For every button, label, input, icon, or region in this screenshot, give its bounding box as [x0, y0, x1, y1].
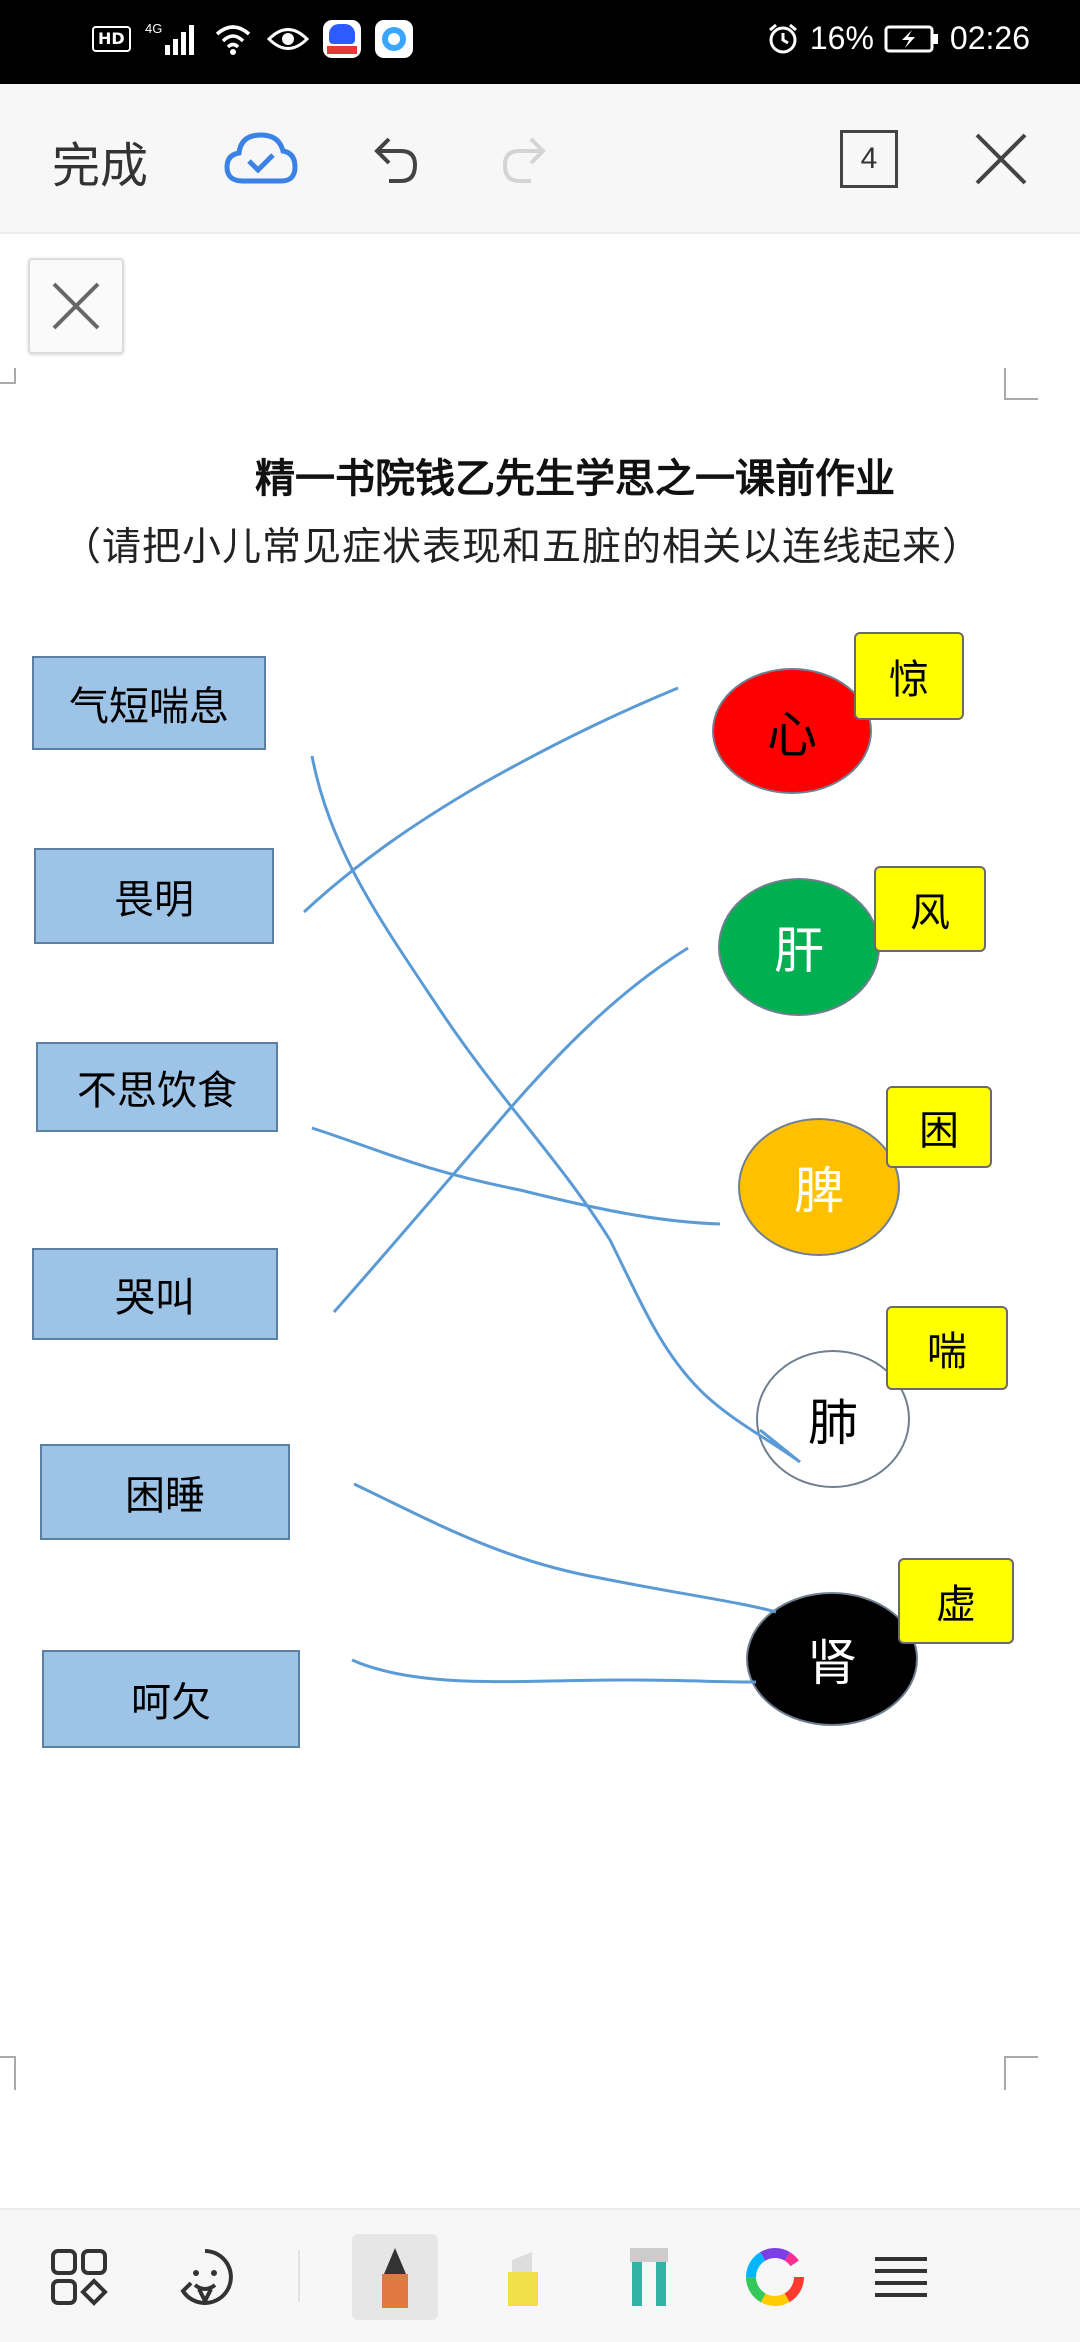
connection-line: [302, 686, 679, 914]
symptom-label: 呵欠: [131, 1680, 211, 1726]
organ-tag: 虚: [898, 1558, 1014, 1644]
cloud-check-icon: [224, 132, 298, 184]
editor-toolbar: 完成 4: [0, 84, 1080, 234]
battery-charging-icon: [884, 25, 938, 52]
status-right: 16% 02:26: [766, 20, 1030, 57]
highlighter-icon: [508, 2252, 538, 2306]
status-left-icons: HD 4G: [92, 20, 413, 58]
clock: 02:26: [949, 20, 1030, 56]
connection-line: [353, 1482, 777, 1614]
wifi-icon: [215, 25, 250, 55]
crop-mark: [1004, 368, 1038, 400]
organ-circle: 脾: [738, 1118, 900, 1256]
connection-line: [310, 755, 801, 1464]
eye-icon: [266, 28, 309, 50]
organ-tag: 惊: [854, 632, 964, 720]
menu-button[interactable]: [856, 2232, 946, 2322]
organ-circle: 肾: [746, 1592, 918, 1726]
connection-line: [311, 1126, 721, 1226]
organ-circle: 肝: [718, 878, 880, 1016]
annotation-toolbar: [0, 2208, 1080, 2342]
symptom-box: 气短喘息: [32, 656, 266, 750]
crop-mark: [0, 368, 16, 384]
organ-tag-label: 喘: [927, 1329, 967, 1375]
crop-mark: [0, 2056, 16, 2090]
dismiss-button[interactable]: [28, 258, 124, 354]
color-picker-button[interactable]: [730, 2232, 820, 2322]
organ-tag: 喘: [886, 1306, 1008, 1390]
close-editor-button[interactable]: [956, 114, 1046, 204]
symptom-box: 不思饮食: [36, 1042, 278, 1132]
symptom-label: 气短喘息: [69, 684, 229, 730]
app-icon: [374, 20, 413, 58]
alarm-icon: [768, 23, 797, 53]
cloud-saved-button[interactable]: [216, 114, 306, 204]
redo-icon: [502, 137, 546, 183]
pen-button[interactable]: [352, 2234, 438, 2320]
symptom-box: 呵欠: [42, 1650, 300, 1748]
symptom-label: 哭叫: [115, 1275, 195, 1321]
symptom-box: 困睡: [40, 1444, 290, 1540]
organ-tag: 风: [874, 866, 986, 952]
baidu-app-icon: [322, 20, 361, 58]
battery-percent: 16%: [809, 20, 874, 56]
symptom-box: 哭叫: [32, 1248, 278, 1340]
organ-tag-label: 惊: [889, 657, 929, 703]
organ-tag-label: 虚: [936, 1582, 976, 1628]
organ-circle: 肺: [756, 1350, 910, 1488]
status-bar: HD 4G: [0, 0, 1080, 84]
crop-mark: [1004, 2056, 1038, 2090]
organ-label: 肺: [808, 1394, 858, 1452]
symptom-box: 畏明: [34, 848, 274, 944]
organ-label: 肾: [807, 1634, 857, 1692]
page-count-button[interactable]: 4: [840, 130, 898, 188]
network-type-label: 4G: [145, 21, 162, 36]
sticker-button[interactable]: [160, 2232, 250, 2322]
organ-circle: 心: [712, 668, 872, 794]
redo-button[interactable]: [480, 114, 570, 204]
organ-label: 脾: [794, 1162, 844, 1220]
thumbnails-icon: [51, 2249, 108, 2306]
connection-line: [351, 1658, 757, 1684]
sticker-icon: [180, 2249, 233, 2306]
eraser-icon: [630, 2248, 668, 2306]
symptom-label: 困睡: [125, 1473, 205, 1519]
highlighter-button[interactable]: [478, 2232, 568, 2322]
connection-line: [332, 946, 689, 1313]
symptom-label: 畏明: [114, 877, 194, 923]
organ-tag: 困: [886, 1086, 992, 1168]
pen-icon: [382, 2248, 408, 2308]
thumbnails-button[interactable]: [34, 2232, 124, 2322]
document-title: 精一书院钱乙先生学思之一课前作业: [255, 455, 895, 502]
color-wheel-icon: [746, 2248, 804, 2306]
undo-icon: [374, 137, 418, 183]
organ-tag-label: 困: [919, 1108, 959, 1154]
done-button[interactable]: 完成: [52, 138, 149, 194]
4g-signal-icon: 4G: [145, 21, 194, 55]
hd-icon: HD: [92, 26, 131, 52]
organ-label: 肝: [774, 922, 824, 980]
close-icon: [52, 282, 100, 330]
close-icon: [975, 133, 1027, 185]
symptom-label: 不思饮食: [77, 1068, 237, 1114]
organ-label: 心: [767, 706, 817, 764]
undo-button[interactable]: [350, 114, 440, 204]
document-subtitle: （请把小儿常见症状表现和五脏的相关以连线起来）: [62, 525, 983, 570]
toolbar-divider: [298, 2250, 300, 2302]
eraser-button[interactable]: [604, 2232, 694, 2322]
menu-icon: [875, 2257, 927, 2297]
organ-tag-label: 风: [910, 890, 950, 936]
